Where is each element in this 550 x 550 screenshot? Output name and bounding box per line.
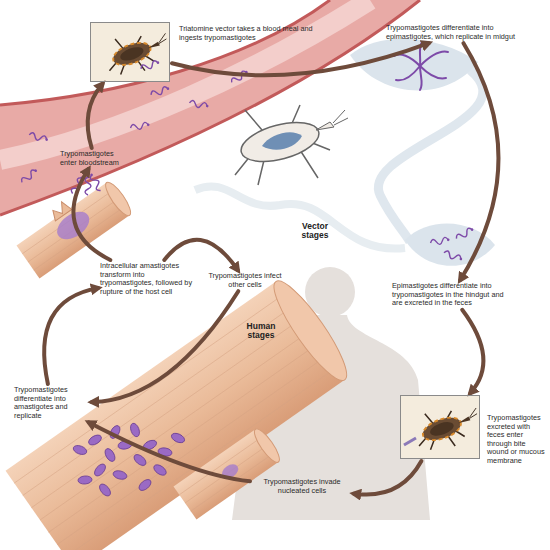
epimastigote xyxy=(420,52,448,66)
epimastigote xyxy=(420,66,422,90)
cycle-arrow xyxy=(460,43,498,280)
stage-description: Trypomastigotes invade nucleated cells xyxy=(252,478,352,495)
insect-intestine xyxy=(195,186,405,248)
muscle-striation xyxy=(179,437,272,511)
stage-description: Intracellular amastigotes transform into… xyxy=(100,262,198,296)
vector-gut xyxy=(262,132,302,149)
amastigote xyxy=(129,422,141,438)
vector-head xyxy=(316,122,334,130)
insect-intestine xyxy=(378,70,483,242)
epimastigote xyxy=(394,54,420,66)
trypomastigote xyxy=(430,237,450,246)
stage-description: Trypomastigotes enter bloodstream xyxy=(60,150,130,167)
stage-group-label: Human stages xyxy=(236,322,286,341)
muscle-end xyxy=(264,274,356,388)
amastigote xyxy=(92,462,107,478)
invaded-cell xyxy=(174,426,284,520)
cycle-arrow xyxy=(88,84,103,148)
trypomastigote xyxy=(150,85,170,97)
cycle-arrow xyxy=(73,169,110,260)
trypomastigote xyxy=(130,122,150,131)
epimastigotes xyxy=(394,42,448,90)
triatomine-bug xyxy=(419,408,477,450)
amastigote xyxy=(132,452,148,467)
rupture-tear xyxy=(48,200,71,221)
vector-outline xyxy=(235,105,348,185)
trypomastigote xyxy=(189,100,209,109)
amastigote xyxy=(72,444,88,456)
epimastigote xyxy=(396,66,420,80)
stage-description: Epimastigotes differentiate into trypoma… xyxy=(392,282,510,308)
stage-text-block: Trypomastigotes invade nucleated cells xyxy=(252,478,352,495)
stage-text-block: Trypomastigotes differentiate into epima… xyxy=(386,24,528,41)
vector-inset-box: Trypomastigotes excreted with feces ente… xyxy=(400,395,480,459)
inset-background xyxy=(400,395,480,459)
cycle-arrow xyxy=(172,43,429,75)
stage-description: Trypomastigotes differentiate into amast… xyxy=(14,386,90,420)
stage-description: Trypomastigotes infect other cells xyxy=(206,272,284,289)
vector-body xyxy=(237,115,323,169)
vector-inset-box: Triatomine vector takes a blood meal and… xyxy=(90,22,170,82)
stage-text-block: Trypomastigotes differentiate into amast… xyxy=(14,386,90,420)
hindgut xyxy=(405,224,495,266)
vector-antennae xyxy=(333,110,348,125)
cycle-arrow xyxy=(354,461,421,495)
cycle-arrow xyxy=(89,422,250,481)
stage-description: Trypomastigotes excreted with feces ente… xyxy=(487,414,545,466)
stage-text-block: Intracellular amastigotes transform into… xyxy=(100,262,198,296)
cycle-arrow xyxy=(92,291,238,402)
muscle-end xyxy=(102,179,135,219)
stage-text-block: Trypomastigotes infect other cells xyxy=(206,272,284,289)
trypomastigote xyxy=(28,132,48,143)
stage-group-label: Vector stages xyxy=(290,222,340,241)
muscle-end xyxy=(251,426,284,466)
inset-background xyxy=(90,22,170,82)
muscle-striation xyxy=(14,294,336,550)
stage-description: Trypomastigotes differentiate into epima… xyxy=(386,24,528,41)
amastigote xyxy=(170,431,186,444)
vessel-wall xyxy=(0,0,330,105)
amastigote xyxy=(78,475,93,484)
amastigote xyxy=(137,477,153,492)
stage-text-block: Epimastigotes differentiate into trypoma… xyxy=(392,282,510,308)
triatomine-bug xyxy=(109,33,166,74)
epimastigote xyxy=(420,66,446,78)
trypomastigote xyxy=(140,59,160,71)
amastigote xyxy=(97,482,112,498)
trypomastigote xyxy=(88,172,103,192)
cycle-arrow xyxy=(44,288,98,384)
vector-legs xyxy=(235,105,330,185)
stage-text-block: Trypomastigotes enter bloodstream xyxy=(60,150,130,167)
trypomastigote xyxy=(443,250,463,262)
amastigote xyxy=(152,463,168,478)
stage-description: Triatomine vector takes a blood meal and… xyxy=(179,25,329,42)
feces-arrow xyxy=(404,438,416,445)
trypomastigote xyxy=(230,69,249,85)
amastigote xyxy=(103,447,117,463)
cycle-arrow xyxy=(462,310,483,393)
trypomastigote xyxy=(455,226,475,241)
trypomastigote xyxy=(20,168,39,185)
amastigote xyxy=(87,433,103,447)
muscle-fiber xyxy=(6,274,357,550)
amastigote xyxy=(112,469,128,480)
